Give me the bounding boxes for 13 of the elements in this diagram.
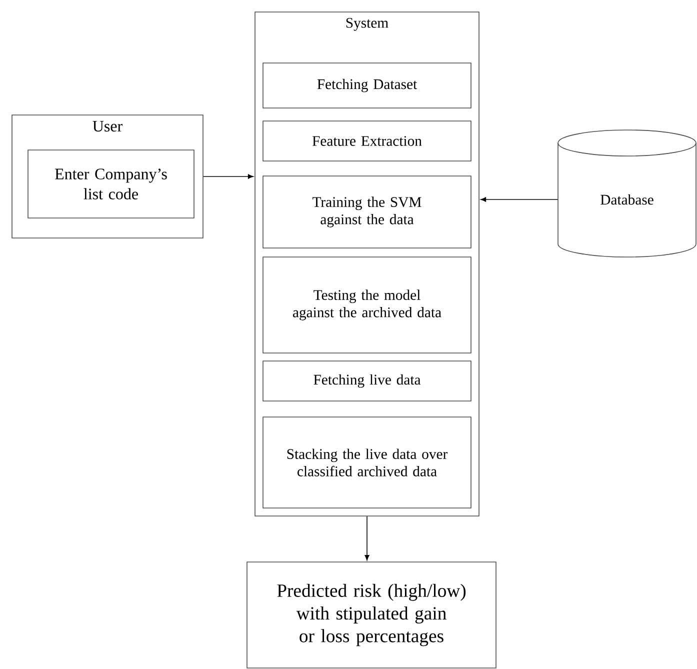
process-box: Stacking the live data over classified archived data: [262, 416, 472, 508]
node-label: Database: [600, 194, 654, 205]
arrow: [480, 197, 558, 202]
process-box: Enter Company’s list code: [28, 150, 194, 218]
arrow: [364, 516, 370, 560]
process-box: Fetching live data: [262, 360, 472, 402]
process-box: Predicted risk (high/low) with stipulated gain or loss percentages: [246, 562, 496, 668]
database-cylinder: Database: [558, 130, 696, 258]
process-box: Training the SVM against the data: [262, 176, 472, 248]
process-box: Testing the model against the archived data: [262, 256, 472, 354]
arrow: [203, 174, 254, 179]
process-box: Feature Extraction: [262, 120, 472, 162]
process-box: Fetching Dataset: [262, 62, 472, 108]
